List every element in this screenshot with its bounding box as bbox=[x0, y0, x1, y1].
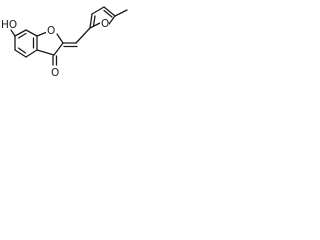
bond-fc4-fc5-inner bbox=[103, 9, 113, 18]
bond-fc3-fc2 bbox=[89, 13, 93, 29]
bond-o1-c2 bbox=[56, 33, 64, 44]
bond-c3-c3a bbox=[36, 49, 55, 56]
bond-c6-oh bbox=[10, 29, 16, 37]
molecule-structure: HO O O O bbox=[1, 6, 128, 79]
bond-fc3-fc2-inner bbox=[92, 15, 96, 27]
bond-c2-c3 bbox=[53, 42, 64, 56]
bond-c7a-c3a bbox=[25, 49, 38, 58]
hydroxyl-label: HO bbox=[1, 19, 17, 31]
carbonyl-oxygen-label: O bbox=[51, 67, 59, 79]
bond-c5-c6 bbox=[14, 29, 27, 37]
carbonyl-group bbox=[52, 55, 58, 66]
bond-o-fc5 bbox=[108, 15, 116, 25]
bond-fc5-methyl bbox=[114, 9, 128, 17]
bond-inner-3 bbox=[17, 47, 27, 54]
benzene-ring bbox=[14, 29, 38, 58]
bond-c3a-c4 bbox=[14, 49, 27, 58]
exocyclic-double-bond bbox=[62, 42, 78, 48]
bond-c7a-o1 bbox=[36, 31, 48, 37]
bond-fc2-o bbox=[89, 22, 101, 29]
benzofuran-oxygen-label: O bbox=[47, 25, 55, 37]
methylfuran-ring bbox=[89, 6, 116, 29]
bond-fc4-fc3 bbox=[91, 6, 105, 15]
furanone-ring bbox=[36, 31, 64, 56]
furan-oxygen-label: O bbox=[101, 18, 109, 30]
bond-ch-furan bbox=[75, 27, 91, 44]
bond-inner-1 bbox=[17, 32, 27, 39]
bond-c6-c7 bbox=[25, 29, 38, 37]
bond-fc5-fc4 bbox=[103, 6, 116, 17]
